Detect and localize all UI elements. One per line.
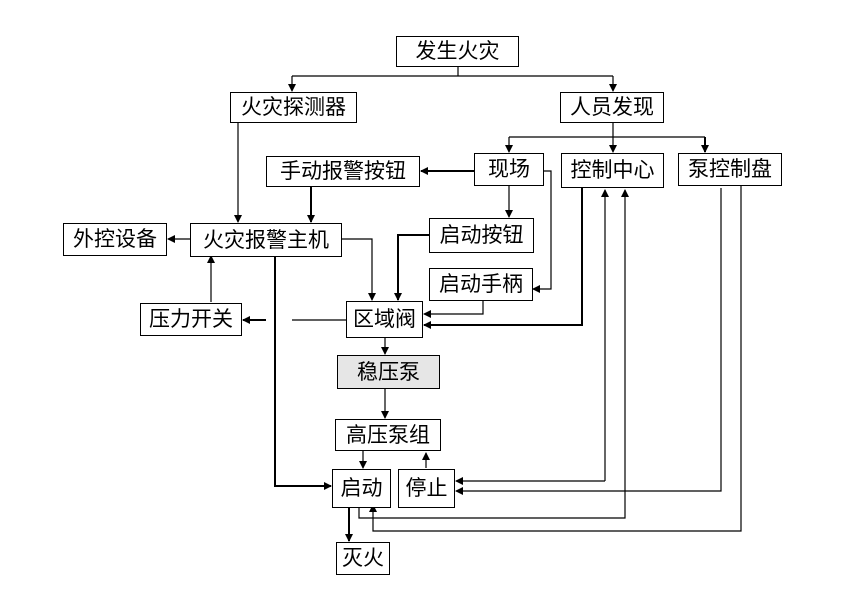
node-onsite: 现场: [474, 153, 544, 186]
edge-fire-split: [292, 66, 613, 77]
node-manual-alarm-button: 手动报警按钮: [266, 156, 420, 187]
node-zone-valve: 区域阀: [346, 301, 423, 338]
node-alarm-host: 火灾报警主机: [190, 223, 342, 257]
edge-start-button-to-zone-valve: [394, 234, 429, 301]
node-pump-panel: 泵控制盘: [678, 153, 782, 186]
node-start-button: 启动按钮: [429, 218, 534, 253]
node-high-pressure-pumps: 高压泵组: [335, 419, 441, 451]
edge-host-to-start: [274, 257, 332, 490]
node-control-center: 控制中心: [561, 153, 664, 188]
node-discovered: 人员发现: [560, 92, 664, 123]
node-extinguish: 灭火: [336, 542, 390, 575]
node-fire: 发生火灾: [396, 36, 519, 67]
node-stop: 停止: [398, 469, 455, 508]
node-pressure-switch: 压力开关: [140, 303, 242, 336]
edge-control-center-to-zone-valve: [423, 188, 583, 329]
node-start: 启动: [332, 469, 391, 508]
edge-pump-panel-to-stop: [456, 188, 722, 491]
edge-start-handle-to-zone-valve: [423, 301, 484, 318]
edge-control-center-loop: [358, 189, 629, 519]
edge-host-to-zone-valve: [342, 238, 376, 301]
edge-pump-panel-to-start: [369, 186, 742, 532]
edge-discovered-split: [509, 122, 705, 138]
node-stabilizing-pump: 稳压泵: [337, 355, 440, 389]
edge-onsite-to-start-handle: [532, 170, 552, 293]
node-start-handle: 启动手柄: [429, 268, 533, 301]
node-detector: 火灾探测器: [230, 92, 357, 123]
node-external-devices: 外控设备: [63, 223, 167, 256]
